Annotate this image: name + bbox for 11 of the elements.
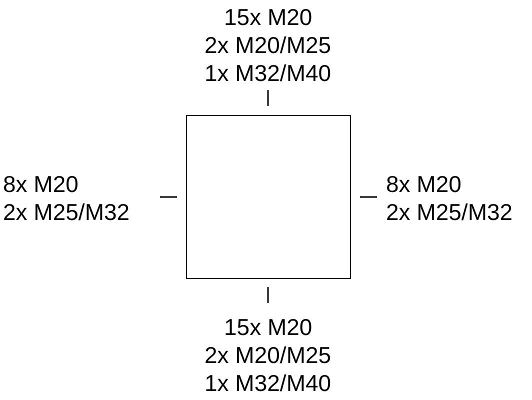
cable-entry-label: 2x M20/M25	[204, 31, 332, 59]
cable-entry-label: 15x M20	[224, 3, 312, 31]
cable-entry-label: 2x M25/M32	[3, 198, 130, 226]
cable-entry-label: 2x M25/M32	[386, 198, 513, 226]
cable-entry-label: 1x M32/M40	[204, 369, 332, 397]
cable-entry-label: 2x M20/M25	[204, 341, 332, 369]
cable-entry-label: 15x M20	[224, 313, 312, 341]
enclosure-box	[186, 115, 351, 279]
cable-entry-label: 1x M32/M40	[204, 59, 332, 87]
cable-entry-label: 8x M20	[386, 170, 462, 198]
cable-entry-label: 8x M20	[3, 170, 78, 198]
